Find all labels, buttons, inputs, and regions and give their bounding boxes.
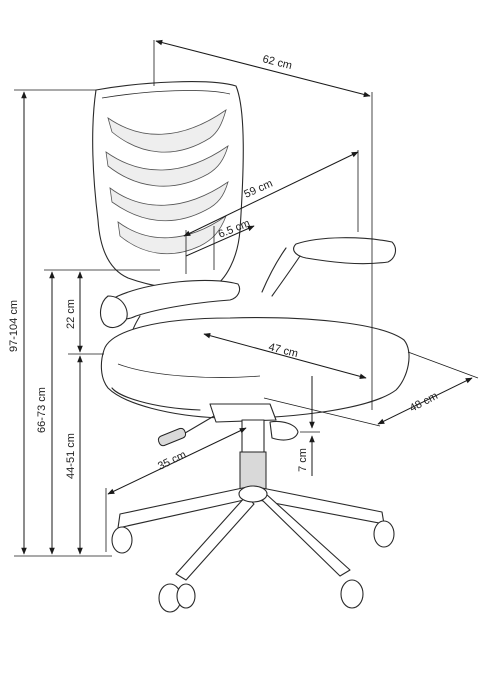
label-height-adjust: 7 cm xyxy=(297,448,309,472)
gas-cylinder xyxy=(239,419,267,493)
dim-armrest-height: 22 cm xyxy=(65,271,83,353)
right-armrest xyxy=(261,237,397,297)
dim-total-height: 97-104 cm xyxy=(8,89,112,557)
star-base xyxy=(117,485,385,581)
label-armrest-floor-height: 66-73 cm xyxy=(36,387,48,433)
label-backrest-depth: 59 cm xyxy=(242,178,274,201)
label-armrest-height: 22 cm xyxy=(65,299,77,329)
casters xyxy=(111,520,395,613)
seat xyxy=(100,317,410,419)
label-seat-height: 44-51 cm xyxy=(65,433,77,479)
label-total-height: 97-104 cm xyxy=(8,300,20,352)
dim-height-adjust: 7 cm xyxy=(297,376,320,476)
dim-armrest-floor-height: 66-73 cm xyxy=(36,269,160,555)
dim-seat-height: 44-51 cm xyxy=(65,353,104,555)
left-armrest xyxy=(99,279,241,357)
label-base-radius: 35 cm xyxy=(156,449,188,473)
label-seat-depth: 48 cm xyxy=(408,390,440,415)
backrest xyxy=(92,81,244,290)
